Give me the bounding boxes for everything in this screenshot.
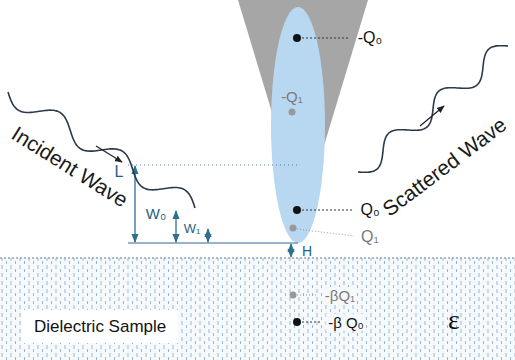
image-charge-dot xyxy=(290,292,297,299)
reference-line xyxy=(128,242,298,243)
wave-curve xyxy=(358,46,508,173)
image-charge-dot xyxy=(293,318,301,326)
sample-surface xyxy=(0,257,515,259)
leader-line xyxy=(302,210,352,211)
dimension-label: W₀ xyxy=(144,205,168,222)
image-charge-label: -β Q₀ xyxy=(326,314,366,331)
wave-label: Scattered Wave xyxy=(376,111,512,221)
charge-label: Q₁ xyxy=(359,228,381,246)
dimension-label: L xyxy=(113,163,126,181)
charge-label: -Q₁ xyxy=(279,88,305,105)
leader-line xyxy=(302,38,350,39)
charge-label: -Q₀ xyxy=(356,29,384,47)
direction-arrow xyxy=(420,106,444,126)
image-charge-label: -βQ₁ xyxy=(323,287,357,304)
leader-line xyxy=(297,295,318,296)
charge-label: Q₀ xyxy=(358,201,381,219)
leader-line xyxy=(302,322,320,323)
dimension-label: W₁ xyxy=(182,221,203,236)
tip-spheroid xyxy=(271,7,325,243)
leader-line xyxy=(297,229,354,236)
dimension-label: H xyxy=(300,243,314,259)
charge-dot xyxy=(293,34,301,42)
charge-dot xyxy=(289,109,296,116)
direction-arrow xyxy=(96,146,122,162)
dimension-arrow xyxy=(207,229,208,242)
sample-band: Dielectric Sample ε xyxy=(0,258,515,360)
permittivity-symbol: ε xyxy=(448,306,460,334)
dimension-arrow xyxy=(175,211,176,242)
sample-hatching xyxy=(0,258,515,360)
charge-dot xyxy=(293,206,301,214)
sample-ground xyxy=(0,258,515,360)
reference-line xyxy=(128,165,300,166)
sample-label: Dielectric Sample xyxy=(22,310,178,343)
dimension-arrow xyxy=(290,244,291,257)
charge-dot xyxy=(290,225,297,232)
